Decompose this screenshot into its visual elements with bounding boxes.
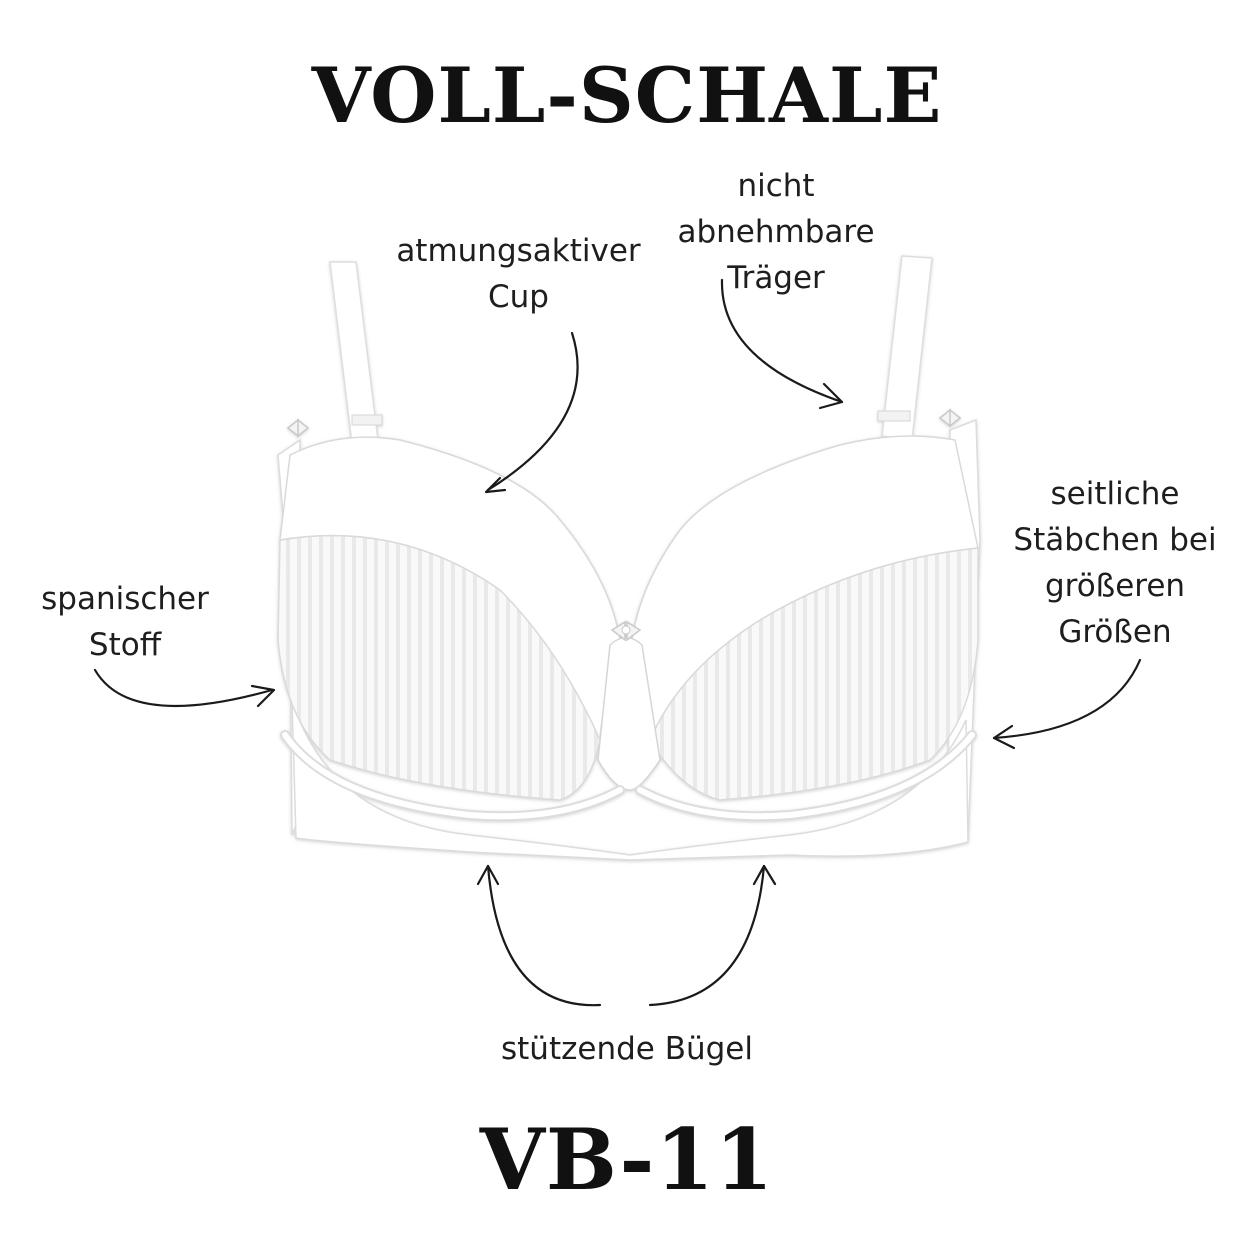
label-straps: nicht abnehmbare Träger	[677, 168, 875, 296]
label-underwire: stützende Bügel	[501, 1031, 753, 1067]
arrow-side-icon	[992, 658, 1142, 750]
arrow-straps-icon	[720, 278, 844, 410]
right-bow-icon	[938, 408, 962, 428]
left-bow-icon	[286, 418, 310, 438]
arrow-wire-left-icon	[476, 864, 602, 1007]
bra-image	[277, 255, 981, 861]
label-fabric: spanischer Stoff	[41, 581, 209, 663]
model-number: VB-11	[479, 1110, 775, 1209]
label-side-boning: seitliche Stäbchen bei größeren Größen	[1013, 476, 1217, 650]
arrow-wire-right-icon	[648, 864, 777, 1007]
arrow-fabric-icon	[93, 668, 276, 708]
center-bow-icon	[610, 620, 642, 642]
label-cup: atmungsaktiver Cup	[396, 233, 641, 315]
lower-band	[291, 699, 969, 861]
page-title: VOLL-SCHALE	[311, 51, 943, 140]
arrow-cup-icon	[484, 331, 579, 494]
